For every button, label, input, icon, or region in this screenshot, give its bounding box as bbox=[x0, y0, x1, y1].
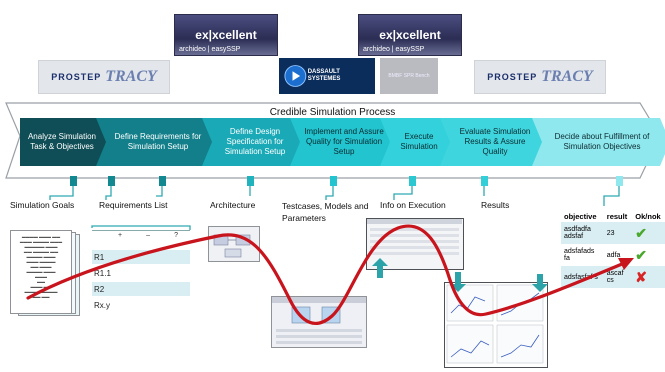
execution-screenshot-icon bbox=[367, 219, 462, 255]
table-row: asdfadfa adsfaf 23 ✔ bbox=[561, 222, 665, 244]
status-cell: ✘ bbox=[632, 266, 665, 288]
section-testcases: Testcases, Models and Parameters bbox=[282, 201, 369, 223]
excellent-logo-left: ex|xcellent archideo | easySSP bbox=[174, 14, 278, 56]
tracy-product-text: TRACY bbox=[541, 68, 593, 85]
section-execution: Info on Execution bbox=[380, 200, 446, 210]
goals-document-text: ▬▬▬▬ ▬▬▬ ▬▬▬▬▬ ▬▬▬▬ ▬▬▬▬▬▬▬▬ ▬▬▬▬▬ ▬▬▬▬ … bbox=[19, 234, 63, 299]
requirement-row: Rx.y bbox=[94, 300, 110, 310]
req-header-minus: – bbox=[146, 232, 151, 239]
results-table-header: objective result Ok/nok bbox=[561, 211, 665, 222]
process-step-label: Evaluate Simulation Results & Assure Qua… bbox=[459, 127, 531, 156]
result-cell: adfa bbox=[606, 251, 621, 259]
req-header-question: ? bbox=[174, 232, 178, 239]
requirement-row: R1.1 bbox=[94, 268, 111, 278]
objective-cell: adsfasfaf s bbox=[564, 273, 598, 281]
bmbf-logo: BMBF SPR Bench bbox=[380, 58, 438, 94]
process-step-label: Define Design Specification for Simulati… bbox=[224, 127, 286, 156]
requirements-header: + – ? bbox=[118, 232, 178, 239]
process-step-label: Define Requirements for Simulation Setup bbox=[114, 132, 202, 151]
excellent-logo-sub: archideo | easySSP bbox=[363, 46, 425, 53]
process-step-chevron bbox=[96, 118, 218, 166]
requirements-header-line bbox=[92, 230, 190, 231]
excellent-logo-text: ex|xcellent bbox=[379, 28, 441, 42]
header-objective: objective bbox=[564, 212, 597, 221]
header-status: Ok/nok bbox=[635, 212, 661, 221]
table-row: adsfasfaf s ascaf cs ✘ bbox=[561, 266, 665, 288]
prostep-brand-text: PROSTEP bbox=[487, 72, 538, 82]
result-cell: 23 bbox=[606, 229, 615, 237]
status-cell: ✔ bbox=[632, 222, 665, 244]
process-step-chevron bbox=[532, 118, 665, 166]
excellent-logo-right: ex|xcellent archideo | easySSP bbox=[358, 14, 462, 56]
dassault-logo-text: DASSAULT SYSTEMES bbox=[307, 69, 341, 82]
status-cell: ✔ bbox=[632, 244, 665, 266]
testcases-screenshot-icon bbox=[272, 297, 366, 344]
process-title: Credible Simulation Process bbox=[269, 107, 396, 118]
results-table: objective result Ok/nok asdfadfa adsfaf … bbox=[561, 211, 665, 288]
header-result: result bbox=[606, 212, 628, 221]
results-thumbnail bbox=[444, 282, 548, 368]
section-requirements-list: Requirements List bbox=[99, 200, 168, 210]
dassault-emblem-icon bbox=[284, 65, 307, 87]
prostep-brand-text: PROSTEP bbox=[51, 72, 102, 82]
process-step-chevron bbox=[380, 118, 456, 166]
objective-cell: adsfafads fa bbox=[564, 248, 595, 262]
excellent-logo-text: ex|xcellent bbox=[195, 28, 257, 42]
bmbf-logo-text: BMBF SPR Bench bbox=[388, 73, 430, 79]
requirement-row: R1 bbox=[92, 250, 190, 264]
process-step-label: Analyze Simulation Task & Objectives bbox=[27, 132, 97, 151]
check-icon: ✔ bbox=[635, 224, 648, 241]
goals-document-front: ▬▬▬▬ ▬▬▬ ▬▬▬▬▬ ▬▬▬▬ ▬▬▬▬▬▬▬▬ ▬▬▬▬▬ ▬▬▬▬ … bbox=[10, 230, 72, 314]
process-step-chevron bbox=[290, 118, 396, 166]
execution-thumbnail bbox=[366, 218, 464, 270]
testcases-thumbnail bbox=[271, 296, 367, 348]
result-cell: ascaf cs bbox=[606, 270, 624, 284]
process-step-chevron bbox=[20, 118, 112, 166]
section-results: Results bbox=[481, 200, 510, 210]
check-icon: ✔ bbox=[635, 246, 648, 263]
process-step-chevron bbox=[202, 118, 306, 166]
section-architecture: Architecture bbox=[210, 200, 256, 210]
prostep-tracy-logo-right: PROSTEP TRACY bbox=[474, 60, 606, 94]
excellent-logo-sub: archideo | easySSP bbox=[179, 46, 241, 53]
objective-cell: asdfadfa adsfaf bbox=[564, 226, 591, 240]
requirement-row: R2 bbox=[92, 282, 190, 296]
process-step-label: Execute Simulation bbox=[400, 132, 438, 151]
prostep-tracy-logo-left: PROSTEP TRACY bbox=[38, 60, 170, 94]
table-row: adsfafads fa adfa ✔ bbox=[561, 244, 665, 266]
section-simulation-goals: Simulation Goals bbox=[10, 200, 75, 210]
req-header-plus: + bbox=[118, 232, 123, 239]
cross-icon: ✘ bbox=[635, 268, 648, 285]
architecture-thumbnail bbox=[208, 226, 260, 262]
results-plots-icon bbox=[446, 284, 544, 364]
architecture-diagram-icon bbox=[213, 234, 251, 258]
process-step-label: Implement and Assure Quality for Simulat… bbox=[304, 127, 384, 156]
tracy-product-text: TRACY bbox=[105, 68, 157, 85]
process-step-label: Decide about Fulfillment of Simulation O… bbox=[554, 132, 650, 151]
dassault-logo: DASSAULT SYSTEMES bbox=[279, 58, 375, 94]
process-step-chevron bbox=[440, 118, 548, 166]
